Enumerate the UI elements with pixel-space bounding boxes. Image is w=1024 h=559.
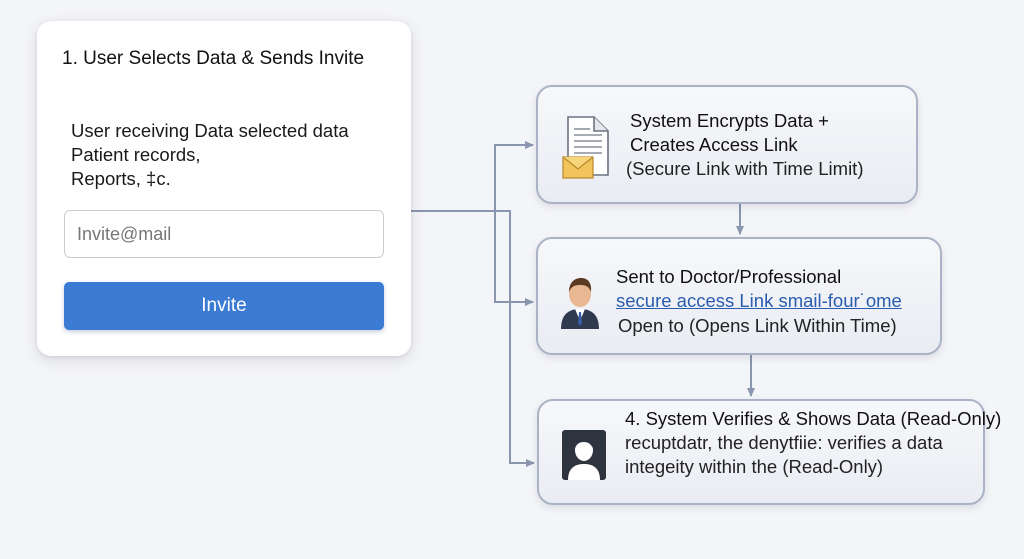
- step-send-box: Sent to Doctor/Professional secure acces…: [536, 237, 942, 355]
- invite-card-description: User receiving Data selected data Patien…: [71, 119, 349, 191]
- step-verify-title: 4. System Verifies & Shows Data (Read-On…: [625, 408, 1002, 429]
- step-encrypt-title-line-1: System Encrypts Data +: [630, 110, 829, 131]
- doctor-icon: [561, 278, 599, 329]
- step-encrypt-box: System Encrypts Data + Creates Access Li…: [536, 85, 918, 204]
- description-line-1: User receiving Data selected data: [71, 120, 349, 141]
- step-verify-detail: recuptdatr, the denytfiie: verifies a da…: [625, 431, 943, 479]
- invite-card: 1. User Selects Data & Sends Invite User…: [37, 21, 411, 356]
- step-verify-detail-line-2: integeity within the (Read-Only): [625, 456, 884, 477]
- description-line-2: Patient records,: [71, 144, 201, 165]
- email-input[interactable]: [64, 210, 384, 258]
- secure-access-link[interactable]: secure access Link smail-four˙ome: [616, 290, 902, 311]
- step-encrypt-title-line-2: Creates Access Link: [630, 134, 798, 155]
- connector-trunk-to-box2: [494, 211, 534, 306]
- step-verify-box: 4. System Verifies & Shows Data (Read-On…: [537, 399, 1001, 505]
- step-verify-detail-line-1: recuptdatr, the denytfiie: verifies a da…: [625, 432, 943, 453]
- step-send-title: Sent to Doctor/Professional: [616, 266, 842, 287]
- step-send-subtitle: Open to (Opens Link Within Time): [618, 315, 897, 336]
- connector-trunk-to-box1: [494, 141, 534, 211]
- user-avatar-icon: [562, 430, 606, 480]
- connector-trunk-to-box3: [495, 210, 535, 467]
- document-envelope-icon: [562, 116, 609, 179]
- step-encrypt-subtitle: (Secure Link with Time Limit): [626, 158, 864, 179]
- invite-card-title: 1. User Selects Data & Sends Invite: [62, 48, 365, 69]
- step-encrypt-title: System Encrypts Data + Creates Access Li…: [630, 109, 829, 157]
- description-line-3: Reports, ‡c.: [71, 168, 171, 189]
- invite-button[interactable]: Invite: [64, 282, 384, 330]
